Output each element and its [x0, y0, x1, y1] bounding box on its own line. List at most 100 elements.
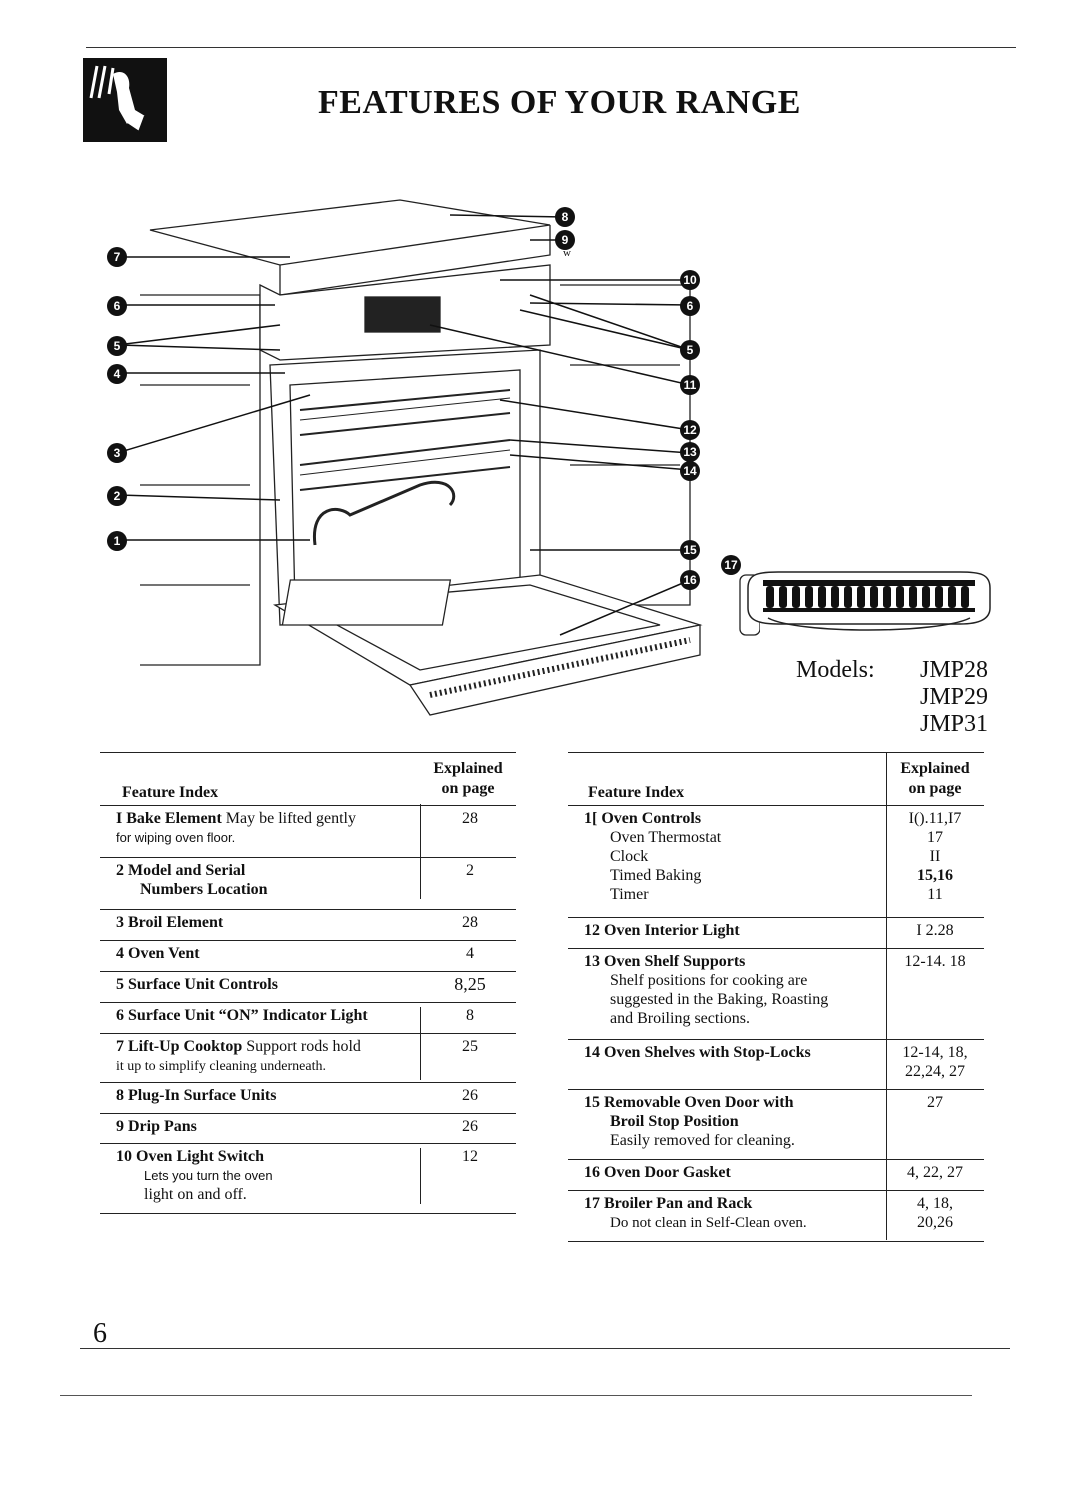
row-title: I Bake Element [116, 810, 222, 827]
row-page: 28 [462, 810, 478, 827]
row-page: 27 [927, 1094, 943, 1111]
row-title: 1[ Oven Controls [584, 810, 702, 827]
row-desc: Timed Baking [610, 867, 702, 884]
row-title: 2 Model and Serial [116, 862, 246, 879]
row-text: 1[ Oven Controls Oven Thermostat Clock T… [584, 809, 884, 904]
col-header-explained-line2: on page [908, 780, 962, 797]
table-row: 12 Oven Interior Light I 2.28 [568, 918, 984, 949]
marker-17: 17 [721, 555, 741, 575]
table-row: 8 Plug-In Surface Units 26 [100, 1083, 516, 1114]
range-drawing [140, 199, 703, 716]
page-number: 6 [93, 1318, 107, 1349]
model-item: JMP29 [920, 684, 989, 710]
row-title: 12 Oven Interior Light [584, 922, 740, 939]
row-desc: Shelf positions for cooking are [610, 972, 808, 989]
row-desc: Support rods hold [246, 1038, 361, 1055]
hand-pointer-logo-icon [83, 58, 167, 142]
row-desc: Oven Thermostat [610, 829, 722, 846]
row-pages: I().11,I7 17 II 15,16 11 [886, 809, 984, 904]
row-page: II [929, 848, 941, 865]
row-title: 5 Surface Unit Controls [116, 976, 278, 993]
row-title: 7 Lift-Up Cooktop [116, 1038, 243, 1055]
col-header-feature-index: Feature Index [122, 784, 219, 801]
row-page: 8 [466, 1007, 474, 1024]
row-page: 20,26 [917, 1214, 953, 1231]
marker-7: 7 [107, 247, 127, 267]
marker-5-right: 5 [680, 340, 700, 360]
row-desc: light on and off. [144, 1186, 247, 1203]
row-desc: May be lifted gently [225, 810, 356, 827]
column-divider [886, 752, 887, 1240]
models-label: Models: [796, 657, 875, 683]
row-title: 9 Drip Pans [116, 1118, 197, 1135]
row-title: Numbers Location [140, 881, 268, 898]
row-desc: Clock [610, 848, 649, 865]
model-item: JMP31 [920, 711, 989, 737]
row-page: 15,16 [917, 867, 953, 884]
marker-11: 11 [680, 375, 700, 395]
feature-table-right: Feature Index Explained on page 1[ Oven … [568, 752, 984, 1242]
marker-8: 8 [555, 207, 575, 227]
footer-rule [60, 1395, 972, 1396]
table-row: 14 Oven Shelves with Stop-Locks 12-14, 1… [568, 1040, 984, 1090]
table-row: 1[ Oven Controls Oven Thermostat Clock T… [568, 806, 984, 918]
row-title: 14 Oven Shelves with Stop-Locks [584, 1044, 811, 1061]
table-row: 13 Oven Shelf Supports Shelf positions f… [568, 949, 984, 1040]
range-diagram [100, 185, 761, 725]
row-desc: for wiping oven floor. [116, 830, 236, 845]
row-page: 26 [462, 1087, 478, 1104]
marker-1: 1 [107, 531, 127, 551]
column-divider [420, 1148, 421, 1204]
marker-16: 16 [680, 570, 700, 590]
row-page: 22,24, 27 [905, 1063, 965, 1080]
row-title: Broil Stop Position [610, 1113, 739, 1130]
marker-6-right: 6 [680, 296, 700, 316]
table-row: 3 Broil Element 28 [100, 910, 516, 941]
row-desc: suggested in the Baking, Roasting [610, 991, 829, 1008]
row-text: 7 Lift-Up Cooktop Support rods hold it u… [116, 1037, 422, 1076]
column-divider [420, 804, 421, 899]
table-row: 7 Lift-Up Cooktop Support rods hold it u… [100, 1034, 516, 1083]
row-page: 2 [466, 862, 474, 879]
row-text: 13 Oven Shelf Supports Shelf positions f… [584, 952, 884, 1028]
marker-6-left: 6 [107, 296, 127, 316]
row-text: 17 Broiler Pan and Rack Do not clean in … [584, 1194, 884, 1233]
row-text: 10 Oven Light Switch Lets you turn the o… [116, 1147, 422, 1204]
marker-3: 3 [107, 443, 127, 463]
table-header: Feature Index Explained on page [100, 752, 516, 806]
row-page: 4, 18, [917, 1195, 953, 1212]
table-row: 17 Broiler Pan and Rack Do not clean in … [568, 1191, 984, 1242]
marker-14: 14 [680, 461, 700, 481]
table-row: 4 Oven Vent 4 [100, 941, 516, 972]
row-title: 15 Removable Oven Door with [584, 1094, 794, 1111]
row-desc: Easily removed for cleaning. [610, 1132, 795, 1149]
marker-10: 10 [680, 270, 700, 290]
row-desc: Timer [610, 886, 649, 903]
row-desc: Lets you turn the oven [144, 1168, 273, 1183]
broiler-pan-illustration [738, 568, 1000, 638]
row-desc: it up to simplify cleaning underneath. [116, 1059, 326, 1074]
model-item: JMP28 [920, 657, 989, 683]
stray-letter: w [563, 247, 571, 259]
table-row: 16 Oven Door Gasket 4, 22, 27 [568, 1160, 984, 1191]
marker-15: 15 [680, 540, 700, 560]
row-page: 28 [462, 914, 478, 931]
row-page: I 2.28 [916, 922, 954, 939]
row-title: 13 Oven Shelf Supports [584, 953, 746, 970]
column-divider [420, 1007, 421, 1080]
top-rule [86, 47, 1016, 48]
marker-5-left: 5 [107, 336, 127, 356]
table-row: 5 Surface Unit Controls 8,25 [100, 972, 516, 1003]
row-title: 4 Oven Vent [116, 945, 200, 962]
row-page: 4 [466, 945, 474, 962]
page-title: FEATURES OF YOUR RANGE [318, 84, 801, 121]
col-header-explained-line2: on page [441, 780, 495, 797]
marker-2: 2 [107, 486, 127, 506]
models-list: JMP28 JMP29 JMP31 [920, 657, 988, 738]
row-desc: and Broiling sections. [610, 1010, 750, 1027]
table-header: Feature Index Explained on page [568, 752, 984, 806]
row-text: I Bake Element May be lifted gently for … [116, 809, 422, 847]
row-text: 2 Model and Serial Numbers Location [116, 861, 422, 899]
col-header-explained: Explained on page [886, 759, 984, 799]
table-row: 2 Model and Serial Numbers Location 2 [100, 858, 516, 910]
